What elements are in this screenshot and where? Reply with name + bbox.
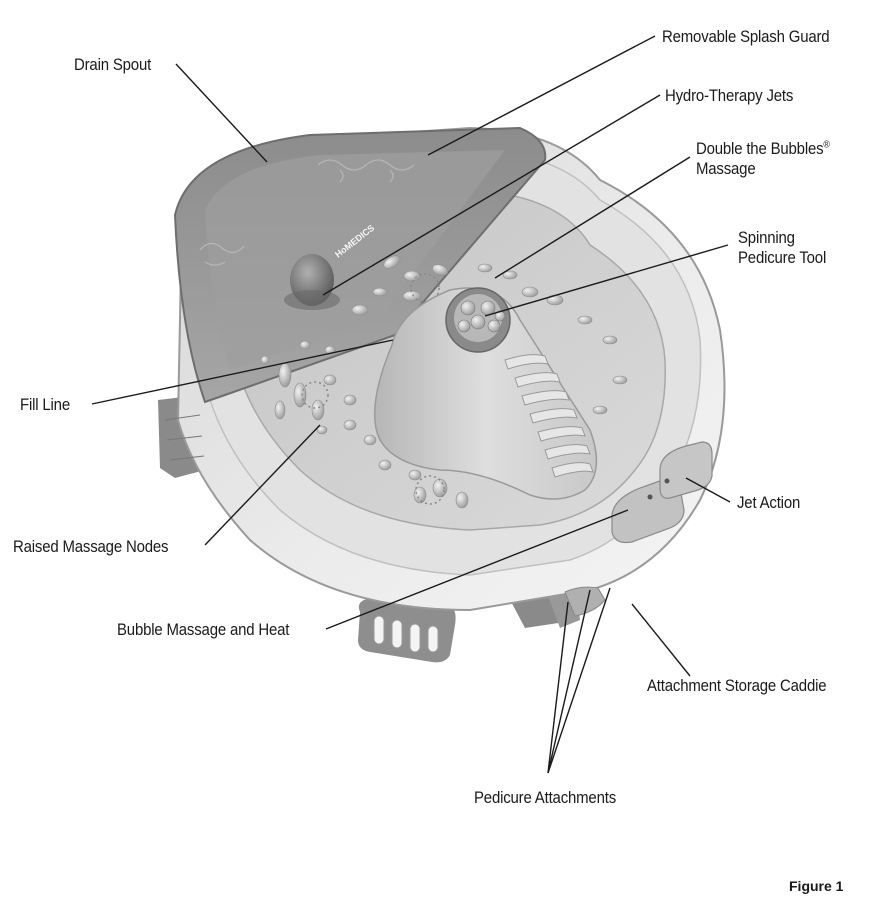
- spinning-line2: Pedicure Tool: [738, 248, 827, 267]
- spinning-pedicure-tool: [445, 287, 511, 353]
- spinning-line1: Spinning: [738, 228, 795, 247]
- double-bubbles-line1: Double the Bubbles: [696, 139, 824, 158]
- label-jet-action: Jet Action: [737, 493, 801, 512]
- label-hydro-therapy-jets: Hydro-Therapy Jets: [665, 86, 794, 105]
- label-removable-splash-guard: Removable Splash Guard: [662, 27, 830, 46]
- hump-ribs: [504, 354, 594, 478]
- massage-nodes: [260, 255, 628, 509]
- center-hump: [373, 287, 598, 500]
- label-pedicure-attachments: Pedicure Attachments: [474, 788, 617, 807]
- control-panel: [611, 441, 713, 544]
- leader-lines: [91, 35, 731, 774]
- label-attachment-storage-caddie: Attachment Storage Caddie: [647, 676, 827, 695]
- figure-caption: Figure 1: [789, 878, 844, 894]
- label-raised-massage-nodes: Raised Massage Nodes: [13, 537, 169, 556]
- registered-mark: ®: [823, 139, 830, 151]
- label-bubble-massage-and-heat: Bubble Massage and Heat: [117, 620, 290, 639]
- label-drain-spout: Drain Spout: [74, 55, 152, 74]
- attachment-storage-caddie: [564, 586, 606, 617]
- double-bubbles-line2: Massage: [696, 159, 756, 178]
- label-double-the-bubbles: Double the Bubbles® Massage: [696, 139, 830, 179]
- label-fill-line: Fill Line: [20, 395, 70, 414]
- label-spinning-pedicure-tool: Spinning Pedicure Tool: [738, 228, 826, 268]
